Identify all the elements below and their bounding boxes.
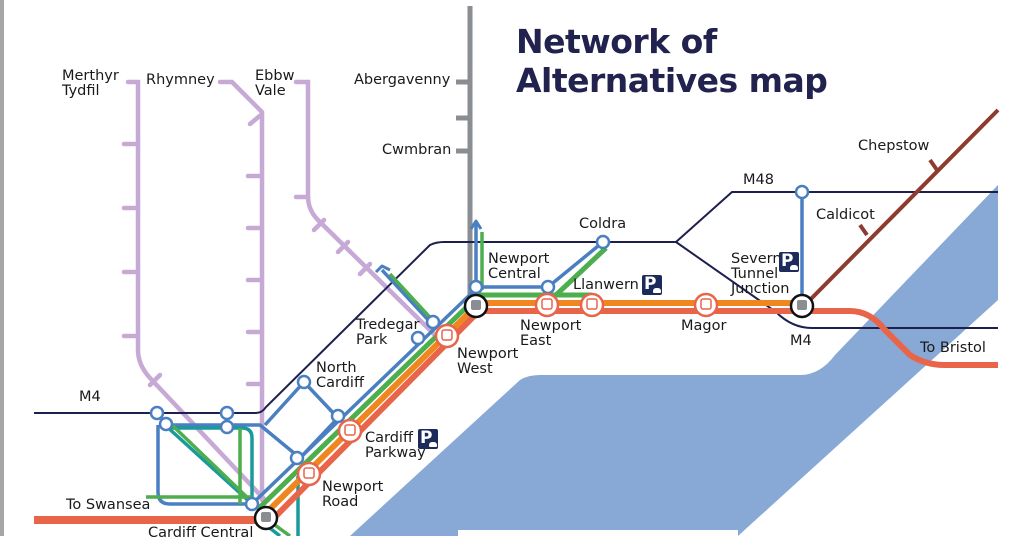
park-and-ride-icon: P xyxy=(418,428,438,449)
label-rhymney[interactable]: Rhymney xyxy=(146,72,215,88)
train-icon xyxy=(693,292,719,318)
label-to-swansea[interactable]: To Swansea xyxy=(66,497,151,513)
label-magor[interactable]: Magor xyxy=(681,318,727,334)
title-line-1: Network of xyxy=(516,22,717,61)
label-abergavenny[interactable]: Abergavenny xyxy=(354,72,451,88)
label-newport-road[interactable]: Newport Road xyxy=(322,479,384,510)
title-line-2: Alternatives map xyxy=(516,61,828,100)
park-and-ride-icon: P xyxy=(779,251,799,272)
chepstow-line xyxy=(798,108,1000,312)
train-icon xyxy=(434,323,460,349)
label-north-cardiff[interactable]: North Cardiff xyxy=(316,360,364,391)
label-caldicot[interactable]: Caldicot xyxy=(816,207,875,223)
label-merthyr-tydfil[interactable]: Merthyr Tydfil xyxy=(62,68,119,99)
page-frame-edge xyxy=(0,0,4,536)
label-m4-west: M4 xyxy=(79,389,101,405)
label-newport-west[interactable]: Newport West xyxy=(457,346,519,377)
page-title: Network of Alternatives map xyxy=(516,22,828,100)
valley-lines xyxy=(121,79,443,503)
label-newport-east[interactable]: Newport East xyxy=(520,318,582,349)
park-and-ride-icon: P xyxy=(642,274,662,295)
train-icon xyxy=(253,505,279,531)
train-icon xyxy=(579,292,605,318)
label-m4-east: M4 xyxy=(790,333,812,349)
label-to-bristol[interactable]: To Bristol xyxy=(920,340,986,356)
severn-estuary xyxy=(350,185,998,536)
label-coldra[interactable]: Coldra xyxy=(579,216,627,232)
train-icon xyxy=(296,461,322,487)
new-stations xyxy=(296,292,719,487)
label-chepstow[interactable]: Chepstow xyxy=(858,138,930,154)
stops xyxy=(149,184,810,512)
label-cardiff-central[interactable]: Cardiff Central xyxy=(148,525,254,541)
label-newport-central[interactable]: Newport Central xyxy=(488,251,550,282)
label-tredegar-park[interactable]: Tredegar Park xyxy=(356,317,420,348)
cardiff-local-routes xyxy=(146,380,340,536)
main-stations xyxy=(253,293,815,531)
label-cardiff-parkway[interactable]: Cardiff Parkway xyxy=(365,430,426,461)
train-icon xyxy=(789,293,815,319)
label-severn-tunnel-junction[interactable]: Severn Tunnel Junction xyxy=(731,251,790,297)
label-llanwern[interactable]: Llanwern xyxy=(573,277,639,293)
abergavenny-line xyxy=(456,6,473,300)
label-m48: M48 xyxy=(743,172,774,188)
train-icon xyxy=(463,293,489,319)
label-ebbw-vale[interactable]: Ebbw Vale xyxy=(255,68,295,99)
train-icon xyxy=(534,292,560,318)
train-icon xyxy=(337,418,363,444)
label-cwmbran[interactable]: Cwmbran xyxy=(382,142,452,158)
